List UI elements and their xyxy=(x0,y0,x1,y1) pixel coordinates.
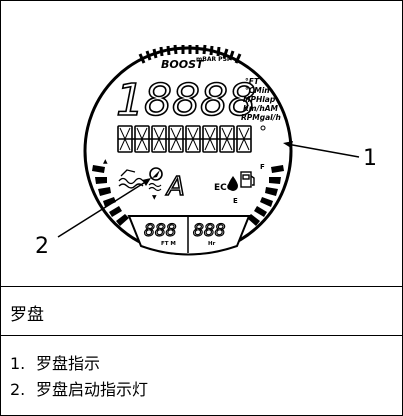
callout-2-arrowhead xyxy=(142,178,151,186)
left-bar-gauge xyxy=(92,165,129,226)
legend-item: 1. 罗盘指示 xyxy=(10,350,100,374)
legend-item: 2. 罗盘启动指示灯 xyxy=(10,376,148,400)
instrument-cluster-figure: mBAR PSI BOOST 18888 °FT °CMin MPHlap Km… xyxy=(35,44,377,259)
alphanumeric-segment-row xyxy=(117,125,252,153)
fuel-pump-icon xyxy=(240,171,255,188)
degree-dot-icon xyxy=(260,125,266,131)
callout-1-arrowhead xyxy=(283,141,293,148)
figure-caption: 罗盘 xyxy=(10,305,44,325)
gauge-unit-label: mBAR PSI xyxy=(196,56,229,63)
empty-label: E xyxy=(233,197,238,205)
boost-gauge-ticks xyxy=(138,44,242,64)
legend-number: 1. xyxy=(10,354,26,373)
boost-label: BOOST xyxy=(161,58,205,71)
caption-cell: 罗盘 xyxy=(1,287,402,336)
legend-text: 罗盘指示 xyxy=(36,354,101,373)
legend-text: 罗盘启动指示灯 xyxy=(36,380,149,399)
callout-1-label: 1 xyxy=(363,146,377,171)
gear-display: A xyxy=(165,172,185,202)
figure-cell: mBAR PSI BOOST 18888 °FT °CMin MPHlap Km… xyxy=(1,1,402,287)
unit-labels: °FT °CMin MPHlap Km/hAM RPMgal/h xyxy=(241,77,281,122)
right-bar-gauge xyxy=(247,165,284,226)
unit-label: Km/hAM xyxy=(243,104,279,113)
depth-unit: FT M xyxy=(161,241,176,247)
hours-unit: Hr xyxy=(208,241,216,247)
unit-label: °CMin xyxy=(245,86,270,95)
lower-display-window xyxy=(127,215,251,256)
callout-2-label: 2 xyxy=(35,234,49,259)
compass-icon xyxy=(148,167,163,192)
gauge-marker: ▲ xyxy=(103,158,108,165)
down-marker: ▼ xyxy=(152,194,157,201)
legend-number: 2. xyxy=(10,380,26,399)
full-label: F xyxy=(260,163,265,171)
water-icon xyxy=(118,169,144,189)
unit-label: MPHlap xyxy=(243,95,276,104)
hours-digits: 888 xyxy=(193,221,226,241)
legend-cell: 1. 罗盘指示 2. 罗盘启动指示灯 xyxy=(1,336,402,415)
unit-label: °FT xyxy=(245,77,260,86)
unit-label: RPMgal/h xyxy=(241,113,281,122)
callout-1-leader xyxy=(286,143,360,158)
depth-digits: 888 xyxy=(144,221,177,241)
main-digit-display: 18888 xyxy=(116,75,256,126)
eco-drop-icon xyxy=(228,176,238,191)
eco-label: ECO xyxy=(214,183,235,193)
segment-diagonals xyxy=(119,127,250,151)
callout-2-leader xyxy=(57,180,148,238)
